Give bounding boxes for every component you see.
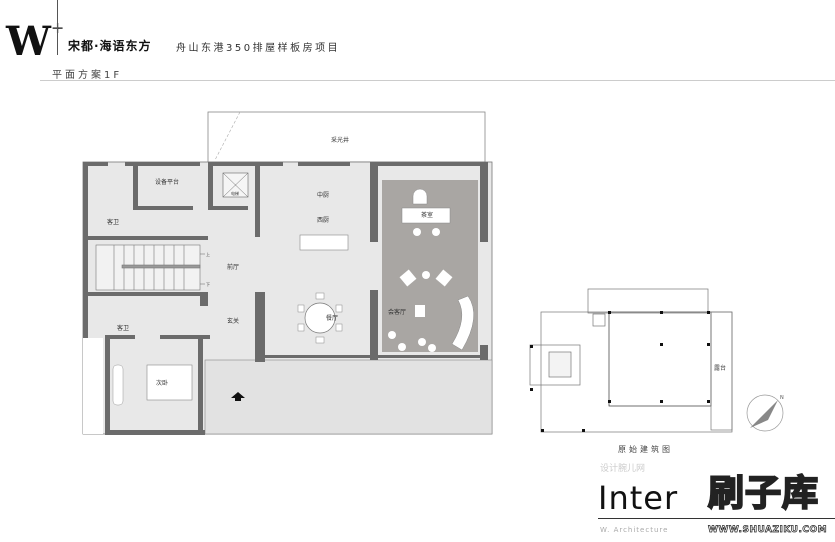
- original-plan-caption: 原始建筑图: [618, 445, 673, 454]
- label-elevator: 电梯: [231, 190, 239, 196]
- label-front-hall: 前厅: [227, 263, 239, 271]
- entry-arrow-icon: [231, 392, 245, 401]
- label-foyer: 玄关: [227, 317, 239, 325]
- compass-north-label: N: [780, 395, 784, 401]
- kitchen-island: [299, 234, 349, 251]
- dining-table: [304, 302, 336, 334]
- label-second-bedroom: 次卧: [156, 379, 168, 387]
- bed: [146, 364, 193, 401]
- watermark-site: 设计腕儿网: [600, 464, 646, 474]
- dining-chairs: [297, 292, 343, 344]
- label-chinese-kitchen: 中厨: [317, 191, 329, 199]
- walls: [83, 162, 488, 435]
- terrace-area: [204, 359, 493, 435]
- label-stair-up: 上: [206, 251, 210, 257]
- divider: [57, 0, 58, 55]
- label-dining: 餐厅: [326, 314, 338, 322]
- section-title: 平面方案1F: [52, 70, 123, 81]
- watermark-url: WWW.SHUAZIKU.COM: [708, 525, 828, 536]
- watermark-inter: Inter: [598, 479, 679, 517]
- label-reception: 会客厅: [388, 308, 406, 316]
- label-western-kitchen: 西厨: [317, 217, 329, 224]
- main-floor-plan: 采光井 设备平台 客卫 电梯 中厨 西厨 前厅 玄关 餐厅 茶室 会客厅 客卫 …: [82, 111, 493, 435]
- label-stair-down: 下: [206, 282, 210, 287]
- watermark-brand: 刷子库: [707, 473, 820, 515]
- header-rule: [40, 80, 835, 81]
- label-terrace: 露台: [714, 364, 726, 372]
- label-tea-room: 茶室: [421, 211, 433, 219]
- project-subtitle: 舟山东港350排屋样板房项目: [176, 43, 341, 54]
- logo-text: W: [6, 18, 51, 65]
- compass-icon: N: [746, 394, 784, 432]
- original-floor-plan: 露台: [529, 288, 733, 433]
- label-guest-bath: 客卫: [107, 218, 119, 226]
- staircase: [95, 244, 205, 291]
- label-guest-bath-2: 客卫: [117, 324, 129, 332]
- watermark-rule: [598, 518, 835, 519]
- tea-table: [401, 207, 451, 224]
- watermark-architecture: W. Architecture: [600, 526, 669, 534]
- project-title: 宋都·海语东方: [68, 39, 152, 53]
- label-equipment-platform: 设备平台: [155, 178, 179, 186]
- label-light-well: 采光井: [331, 136, 349, 144]
- sofa: [451, 295, 474, 351]
